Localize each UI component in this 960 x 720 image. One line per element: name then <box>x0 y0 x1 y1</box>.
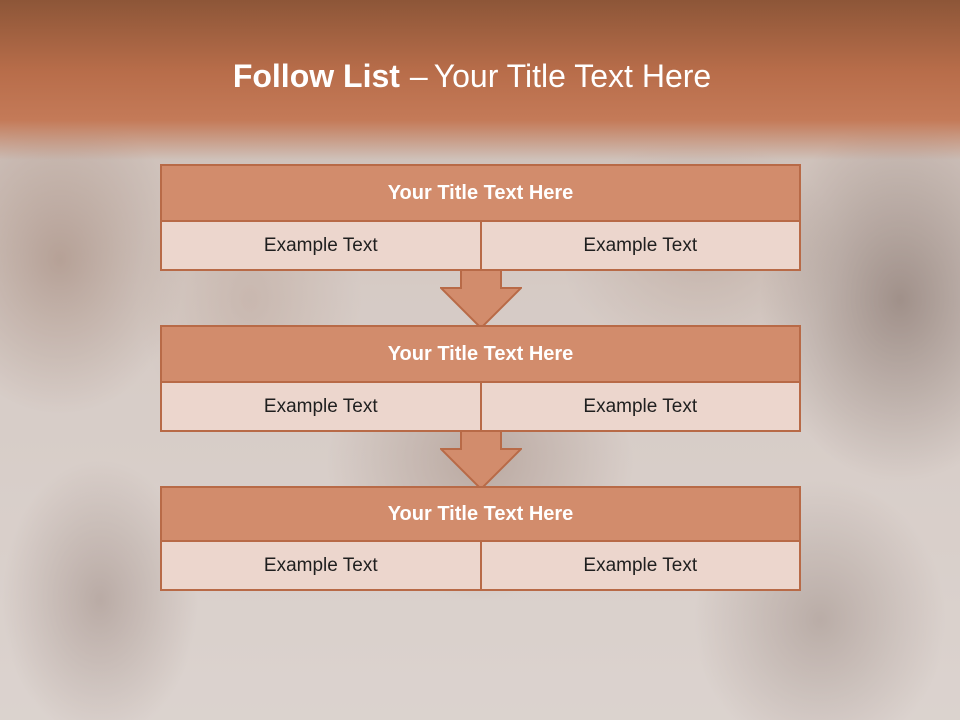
slide-title: Follow List–Your Title Text Here <box>0 54 944 98</box>
row-cell-right: Example Text <box>481 222 801 271</box>
row-cell-right: Example Text <box>481 383 801 432</box>
row-title: Your Title Text Here <box>160 164 801 222</box>
row-cells: Example Text Example Text <box>160 383 801 432</box>
row-cells: Example Text Example Text <box>160 542 801 591</box>
row-cell-left: Example Text <box>160 222 482 271</box>
list-row-1: Your Title Text Here Example Text Exampl… <box>160 164 801 271</box>
down-arrow-icon <box>440 270 522 330</box>
list-row-2: Your Title Text Here Example Text Exampl… <box>160 325 801 432</box>
title-bold: Follow List <box>232 58 400 94</box>
row-cell-left: Example Text <box>160 542 482 591</box>
title-separator: – <box>409 58 428 94</box>
header-band <box>0 0 960 160</box>
row-cells: Example Text Example Text <box>160 222 801 271</box>
row-cell-left: Example Text <box>160 383 482 432</box>
down-arrow-icon <box>440 431 522 491</box>
list-row-3: Your Title Text Here Example Text Exampl… <box>160 486 801 591</box>
row-title: Your Title Text Here <box>160 325 801 383</box>
row-cell-right: Example Text <box>481 542 801 591</box>
row-title: Your Title Text Here <box>160 486 801 542</box>
title-text: Your Title Text Here <box>433 58 712 94</box>
